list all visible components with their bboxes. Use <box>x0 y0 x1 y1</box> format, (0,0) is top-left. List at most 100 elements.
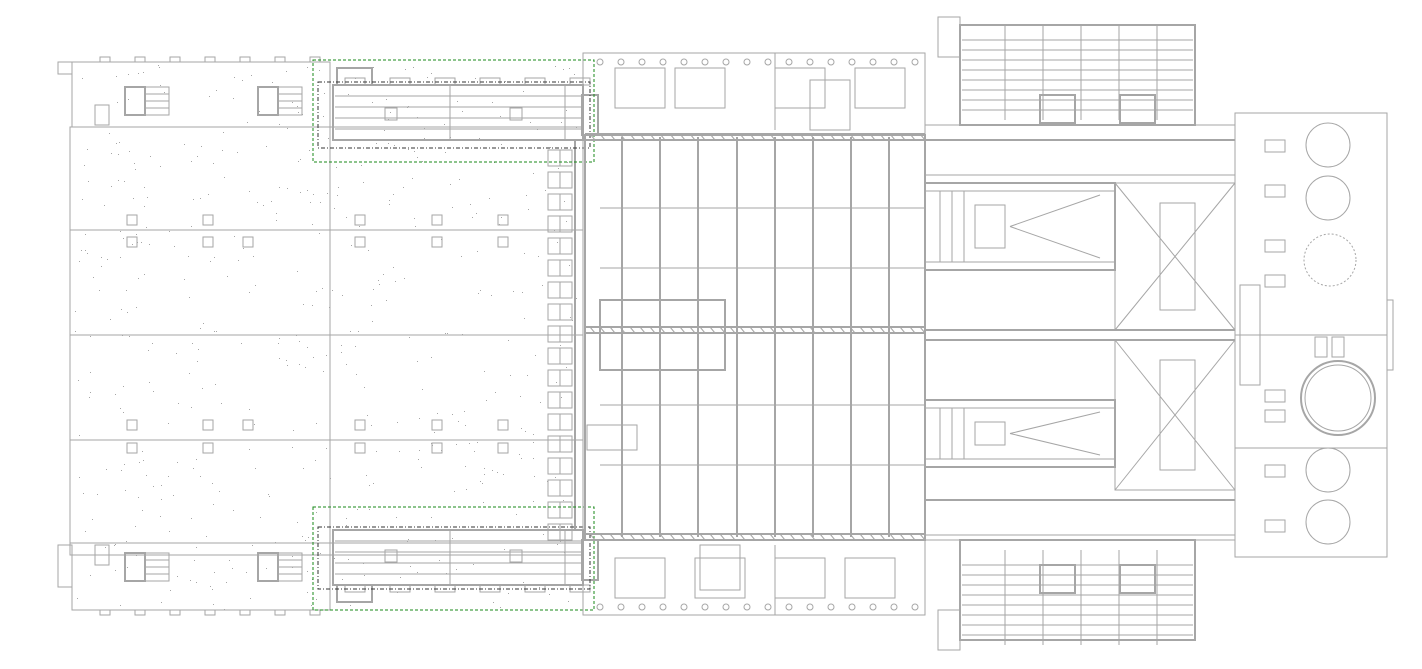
wall-bump <box>239 609 251 616</box>
bolt <box>806 603 814 611</box>
fixture-point <box>417 361 418 362</box>
stair-core <box>336 584 373 603</box>
plan-line <box>1009 194 1101 227</box>
highlight-zone-lower <box>312 506 595 611</box>
truss-web <box>779 133 786 141</box>
bolt <box>638 58 646 66</box>
fixture-point <box>523 91 524 92</box>
fixture-point <box>558 168 559 169</box>
fixture-point <box>143 460 144 461</box>
fixture-point <box>540 402 541 403</box>
fixture-point <box>465 425 466 426</box>
brace <box>1114 339 1236 491</box>
truss-web <box>639 533 646 541</box>
fixture-point <box>508 340 509 341</box>
fixture-point <box>561 122 562 123</box>
fixture-point <box>327 193 328 194</box>
fixture-point <box>457 101 458 102</box>
truss-web <box>609 533 616 541</box>
fixture-point <box>297 271 298 272</box>
fixture-point <box>355 346 356 347</box>
fixture-point <box>307 571 308 572</box>
fixture-point <box>266 146 267 147</box>
fixture-point <box>170 590 171 591</box>
fixture-point <box>120 605 121 606</box>
fixture-point <box>254 424 255 425</box>
fixture-point <box>482 483 483 484</box>
fixture-point <box>521 428 522 429</box>
fixture-point <box>389 204 390 205</box>
bolt <box>911 603 919 611</box>
fixture-point <box>484 371 485 372</box>
truss-web <box>779 326 786 334</box>
fixture-point <box>210 261 211 262</box>
fixture-point <box>499 224 500 225</box>
truss-web <box>629 133 636 141</box>
truss-web <box>849 533 856 541</box>
equipment-pad <box>1264 464 1286 478</box>
bolt <box>743 58 751 66</box>
fixture-point <box>184 144 185 145</box>
equipment-pad <box>1264 139 1286 153</box>
shaft <box>1159 359 1196 471</box>
fixture-point <box>78 380 79 381</box>
column-marker <box>126 236 138 248</box>
truss-web <box>809 326 816 334</box>
truss-web <box>889 133 896 141</box>
fixture-point <box>332 290 333 291</box>
fixture-point <box>484 468 485 469</box>
fixture-point <box>307 67 308 68</box>
fixture-point <box>310 202 311 203</box>
fixture-point <box>503 474 504 475</box>
fixture-point <box>452 207 453 208</box>
fixture-point <box>223 132 224 133</box>
wall-bump <box>274 56 286 63</box>
fixture-point <box>212 589 213 590</box>
stair-core <box>1119 94 1156 124</box>
fixture-point <box>316 599 317 600</box>
fixture-point <box>138 73 139 74</box>
fixture-point <box>403 187 404 188</box>
fixture-point <box>495 392 496 393</box>
truss-web <box>719 133 726 141</box>
fixture-point <box>234 236 235 237</box>
fixture-point <box>337 195 338 196</box>
fixture-point <box>242 80 243 81</box>
truss-web <box>769 326 776 334</box>
fixture-point <box>341 352 342 353</box>
fixture-point <box>279 124 280 125</box>
fixture-point <box>75 331 76 332</box>
fixture-point <box>252 545 253 546</box>
fixture-point <box>122 335 123 336</box>
fixture-point <box>81 250 82 251</box>
column-marker <box>202 214 214 226</box>
fixture-point <box>266 568 267 569</box>
equipment-pad <box>1264 519 1286 533</box>
bolt <box>701 603 709 611</box>
fixture-point <box>303 468 304 469</box>
fixture-point <box>305 540 306 541</box>
bolt <box>827 58 835 66</box>
fixture-point <box>419 418 420 419</box>
fixture-point <box>357 509 358 510</box>
column-marker <box>354 442 366 454</box>
fixture-point <box>431 517 432 518</box>
truss-web <box>699 133 706 141</box>
fixture-point <box>87 149 88 150</box>
stair-core <box>257 86 279 116</box>
fixture-point <box>168 476 169 477</box>
truss-web <box>759 326 766 334</box>
wall-bump <box>204 609 216 616</box>
fixture-point <box>302 114 303 115</box>
fixture-point <box>477 251 478 252</box>
bolt <box>701 58 709 66</box>
truss-web <box>919 133 926 141</box>
fixture-point <box>313 357 314 358</box>
fixture-point <box>124 464 125 465</box>
fixture-point <box>164 92 165 93</box>
fixture-point <box>388 143 389 144</box>
fixture-point <box>138 278 139 279</box>
fixture-point <box>454 491 455 492</box>
bolt <box>827 603 835 611</box>
fixture-point <box>491 295 492 296</box>
